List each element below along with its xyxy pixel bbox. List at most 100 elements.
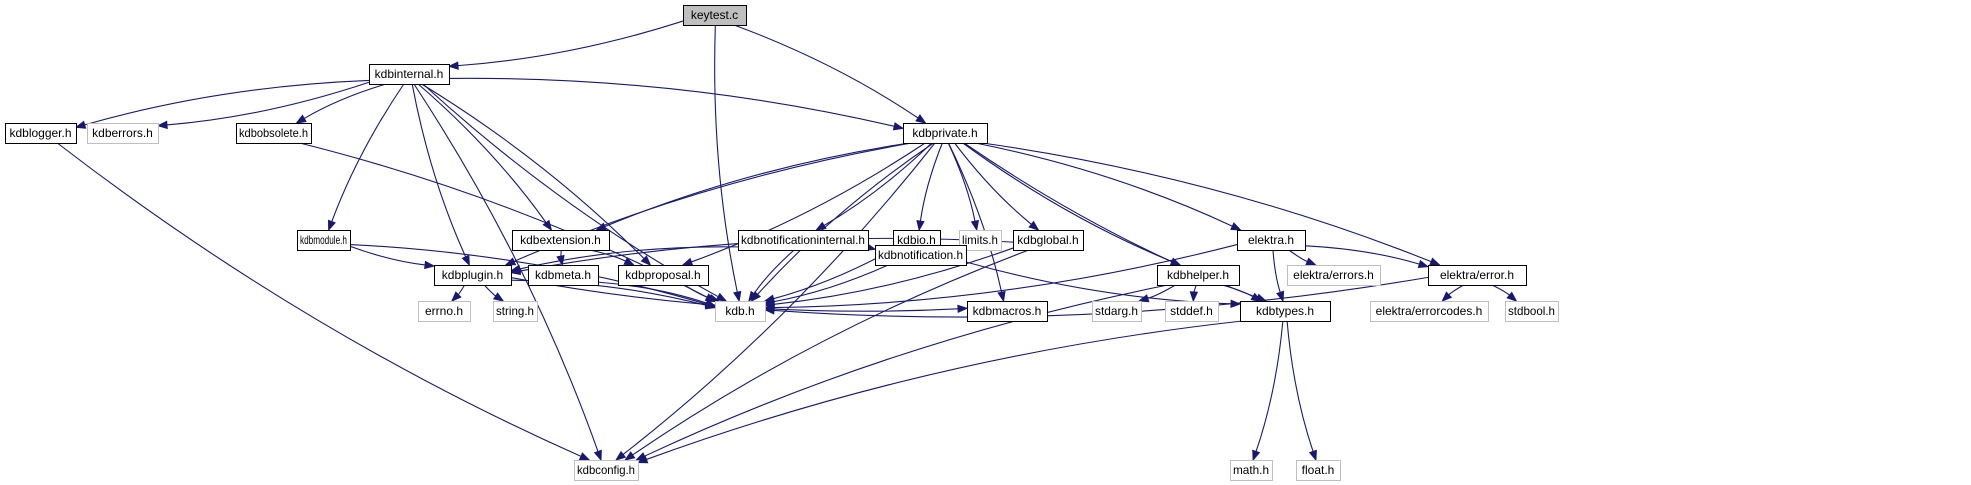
edge-kdbprivate_h-to-kdbmacros_h <box>947 142 1003 293</box>
node-kdbnotification-h[interactable]: kdbnotification.h <box>875 245 967 266</box>
edge-keytest_c-to-kdbinternal_h <box>457 20 684 67</box>
node-kdbmeta-h[interactable]: kdbmeta.h <box>528 265 599 286</box>
arrowhead-icon <box>1506 291 1518 302</box>
edge-kdbinternal_h-to-kdbproposal_h <box>421 83 645 260</box>
node-stddef-h: stddef.h <box>1165 301 1219 322</box>
node-kdbobsolete-h[interactable]: kdbobsolete.h <box>236 123 312 144</box>
edge-keytest_c-to-kdbprivate_h <box>733 24 919 119</box>
node-box <box>236 123 312 144</box>
arrowhead-icon <box>708 294 720 303</box>
edge-elektra_error_h-to-stdbool_h <box>1491 284 1510 296</box>
arrowhead-icon <box>1429 257 1441 266</box>
edge-kdbprivate_h-to-kdb_h <box>757 142 934 295</box>
node-box <box>1370 301 1489 322</box>
edge-kdbnotification_h-to-kdb_h <box>773 264 889 303</box>
arrowhead-icon <box>815 221 827 231</box>
node-label: kdbnotification.h <box>878 248 963 262</box>
arrowhead-icon <box>1250 292 1263 302</box>
node-label: elektra/errorcodes.h <box>1376 304 1483 318</box>
node-label: elektra.h <box>1248 233 1294 247</box>
node-label: stdarg.h <box>1095 304 1138 318</box>
node-box <box>1287 265 1381 286</box>
node-label: float.h <box>1302 463 1335 477</box>
arrowhead-icon <box>156 120 168 130</box>
arrowhead-icon <box>763 297 776 306</box>
arrowhead-icon <box>447 61 459 70</box>
node-label: kdbhelper.h <box>1167 268 1229 282</box>
node-float-h: float.h <box>1296 460 1341 481</box>
node-label: kdbproposal.h <box>625 268 700 282</box>
node-box <box>512 230 610 251</box>
node-elektra-errors-h: elektra/errors.h <box>1287 265 1381 286</box>
edge-elektra_error_h-to-elektra_errorcodes_h <box>1448 284 1464 296</box>
edge-kdbhelper_h-to-stddef_h <box>1193 284 1197 293</box>
node-kdbproposal-h[interactable]: kdbproposal.h <box>618 265 709 286</box>
node-label: kdbplugin.h <box>442 268 503 282</box>
arrowhead-icon <box>492 292 505 302</box>
arrowhead-icon <box>970 219 980 232</box>
edge-kdbprivate_h-to-kdbglobal_h <box>954 142 1032 225</box>
node-label: kdberrors.h <box>92 126 153 140</box>
node-kdbplugin-h[interactable]: kdbplugin.h <box>434 265 512 286</box>
node-kdbprivate-h[interactable]: kdbprivate.h <box>903 123 988 144</box>
arrowhead-icon <box>578 452 591 461</box>
node-kdbmacros-h[interactable]: kdbmacros.h <box>967 301 1048 322</box>
edge-kdbinternal_h-to-kdbconfig_h <box>413 83 599 452</box>
arrowhead-icon <box>892 122 905 131</box>
arrowhead-icon <box>1230 222 1242 231</box>
edge-kdbinternal_h-to-kdblogger_h <box>84 79 370 126</box>
node-box <box>715 301 766 322</box>
node-label: elektra/error.h <box>1440 268 1514 282</box>
node-kdbconfig-h: kdbconfig.h <box>574 460 639 481</box>
arrowhead-icon <box>915 114 927 124</box>
edge-kdbprivate_h-to-elektra_error_h <box>982 142 1432 263</box>
arrowhead-icon <box>636 455 649 464</box>
edge-kdbprivate_h-to-kdbproposal_h <box>691 142 926 263</box>
node-elektra-error-h[interactable]: elektra/error.h <box>1428 265 1527 286</box>
node-label: kdb.h <box>725 304 754 318</box>
node-box <box>1230 460 1273 481</box>
node-label: limits.h <box>962 233 998 247</box>
node-box <box>369 64 450 85</box>
node-keytest-c[interactable]: keytest.c <box>683 5 747 26</box>
edge-kdbprivate_h-to-kdbhelper_h <box>962 142 1173 263</box>
node-kdbhelper-h[interactable]: kdbhelper.h <box>1157 265 1240 286</box>
edge-kdbmodule_h-to-kdbplugin_h <box>349 245 426 266</box>
edge-kdbinternal_h-to-kdberrors_h <box>166 81 370 126</box>
edge-kdbplugin_h-to-errno_h <box>457 284 466 296</box>
node-box <box>1165 301 1219 322</box>
node-elektra-h[interactable]: elektra.h <box>1237 230 1306 251</box>
node-kdbinternal-h[interactable]: kdbinternal.h <box>369 64 450 85</box>
edge-kdbplugin_h-to-string_h <box>483 284 497 297</box>
node-kdbextension-h[interactable]: kdbextension.h <box>512 230 610 251</box>
edge-kdblogger_h-to-kdbconfig_h <box>56 142 582 457</box>
node-limits-h: limits.h <box>959 230 1002 251</box>
edge-kdbprivate_h-to-kdbio_h <box>919 142 943 222</box>
arrowhead-icon <box>1441 291 1453 302</box>
node-kdbtypes-h[interactable]: kdbtypes.h <box>1240 301 1331 322</box>
node-label: kdbmodule.h <box>300 233 347 247</box>
edge-kdbnotificationinternal_h-to-kdb_h <box>753 249 795 294</box>
node-kdbglobal-h[interactable]: kdbglobal.h <box>1013 230 1084 251</box>
edge-kdbprivate_h-to-kdbconfig_h <box>622 142 936 455</box>
node-label: kdblogger.h <box>9 126 71 140</box>
node-box <box>1092 301 1142 322</box>
node-stdarg-h: stdarg.h <box>1092 301 1142 322</box>
node-box <box>87 123 159 144</box>
arrowhead-icon <box>704 298 717 307</box>
node-elektra-errorcodes-h: elektra/errorcodes.h <box>1370 301 1489 322</box>
node-label: kdbconfig.h <box>577 463 635 477</box>
node-kdbnotificationinternal-h[interactable]: kdbnotificationinternal.h <box>738 230 869 251</box>
edge-kdbinternal_h-to-kdbextension_h <box>417 83 547 223</box>
arrowhead-icon <box>997 290 1006 303</box>
node-kdbmodule-h[interactable]: kdbmodule.h <box>297 230 351 251</box>
nodes-layer: keytest.c kdbinternal.h kdblogger.h kdberro… <box>5 5 1559 481</box>
node-box <box>959 230 1002 251</box>
arrowhead-icon <box>623 257 635 266</box>
node-label: kdbprivate.h <box>912 126 977 140</box>
arrowhead-icon <box>1028 220 1040 231</box>
arrowhead-icon <box>916 220 925 232</box>
arrowhead-icon <box>640 255 652 266</box>
node-kdblogger-h[interactable]: kdblogger.h <box>5 123 77 144</box>
arrowhead-icon <box>424 260 436 270</box>
